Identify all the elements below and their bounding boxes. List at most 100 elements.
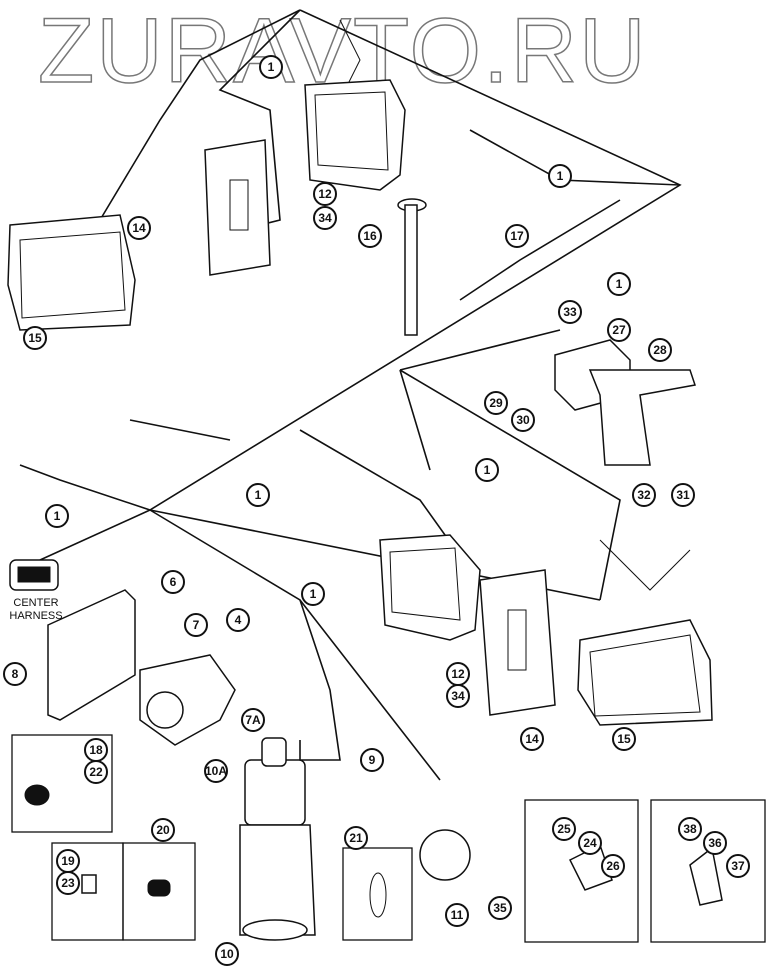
callout-14: 14: [127, 216, 151, 240]
callout-30: 30: [511, 408, 535, 432]
callout-14: 14: [520, 727, 544, 751]
callout-circle: [726, 854, 750, 878]
callout-circle: [23, 326, 47, 350]
callout-circle: [344, 826, 368, 850]
callout-number: 12: [318, 187, 332, 201]
callout-circle: [241, 708, 265, 732]
callout-circle: [548, 164, 572, 188]
callout-circle: [313, 206, 337, 230]
callout-circle: [259, 55, 283, 79]
callout-circle: [607, 272, 631, 296]
callout-25: 25: [552, 817, 576, 841]
inset-box-24-26: [524, 799, 639, 943]
callout-number: 1: [54, 509, 61, 523]
callout-1: 1: [45, 504, 69, 528]
callout-circle: [45, 504, 69, 528]
flood-lamp-top: [304, 79, 406, 191]
callout-circle: [671, 483, 695, 507]
callout-circle: [678, 817, 702, 841]
callout-number: 35: [493, 901, 507, 915]
callout-number: 1: [616, 277, 623, 291]
callout-number: 18: [89, 743, 103, 757]
callout-9: 9: [360, 748, 384, 772]
clamp-36-part: [689, 846, 723, 906]
grommet-part: [147, 879, 171, 897]
callout-circle: [84, 760, 108, 784]
callout-circle: [505, 224, 529, 248]
callout-circle: [488, 896, 512, 920]
callout-4: 4: [226, 608, 250, 632]
callout-number: 16: [363, 229, 377, 243]
callout-22: 22: [84, 760, 108, 784]
switch-panel-top: [204, 139, 271, 276]
center-harness-label-2: HARNESS: [9, 610, 62, 622]
callout-1: 1: [475, 458, 499, 482]
work-lamp-rear-left: [7, 214, 136, 331]
callout-circle: [558, 300, 582, 324]
callout-number: 20: [156, 823, 170, 837]
callout-number: 1: [268, 60, 275, 74]
callout-1: 1: [607, 272, 631, 296]
center-harness-connector: [9, 559, 59, 591]
callout-number: 23: [61, 876, 75, 890]
callout-circle: [127, 216, 151, 240]
callout-number: 27: [612, 323, 626, 337]
flood-lamp-center: [379, 534, 481, 641]
callout-number: 15: [617, 732, 631, 746]
callout-number: 7: [193, 618, 200, 632]
callout-29: 29: [484, 391, 508, 415]
callout-circle: [204, 759, 228, 783]
callout-circle: [552, 817, 576, 841]
callout-10: 10: [215, 942, 239, 966]
callout-number: 22: [89, 765, 103, 779]
callout-31: 31: [671, 483, 695, 507]
fuel-filter-pump: [239, 737, 316, 941]
callout-number: 26: [606, 859, 620, 873]
callout-circle: [578, 831, 602, 855]
callout-number: 17: [510, 229, 524, 243]
callout-15: 15: [612, 727, 636, 751]
callout-6: 6: [161, 570, 185, 594]
callout-circle: [360, 748, 384, 772]
callout-7: 7: [184, 613, 208, 637]
callout-number: 1: [557, 169, 564, 183]
callout-number: 33: [563, 305, 577, 319]
callout-circle: [632, 483, 656, 507]
callout-number: 10: [220, 947, 234, 961]
callout-circle: [3, 662, 27, 686]
inset-box-20: [122, 842, 196, 941]
callout-34: 34: [446, 684, 470, 708]
inset-box-21: [342, 847, 413, 941]
callout-circle: [703, 831, 727, 855]
callout-number: 28: [653, 343, 667, 357]
callout-circle: [484, 391, 508, 415]
callout-11: 11: [445, 903, 469, 927]
mounting-bracket: [588, 369, 696, 466]
callout-7A: 7A: [241, 708, 265, 732]
callout-number: 4: [235, 613, 242, 627]
callout-circle: [446, 684, 470, 708]
callout-17: 17: [505, 224, 529, 248]
callout-number: 10A: [205, 764, 227, 778]
callout-number: 15: [28, 331, 42, 345]
callout-37: 37: [726, 854, 750, 878]
callout-circle: [246, 483, 270, 507]
callout-number: 31: [676, 488, 690, 502]
inset-box-18-22: [11, 734, 113, 833]
antenna-mast: [397, 198, 427, 336]
callout-circle: [601, 854, 625, 878]
callout-number: 37: [731, 859, 745, 873]
callout-33: 33: [558, 300, 582, 324]
callout-24: 24: [578, 831, 602, 855]
callout-20: 20: [151, 818, 175, 842]
callout-34: 34: [313, 206, 337, 230]
callout-circle: [151, 818, 175, 842]
callout-circle: [313, 182, 337, 206]
callout-circle: [607, 318, 631, 342]
callout-number: 7A: [245, 713, 261, 727]
callout-circle: [511, 408, 535, 432]
callout-number: 1: [484, 463, 491, 477]
mounting-plate: [47, 589, 136, 721]
